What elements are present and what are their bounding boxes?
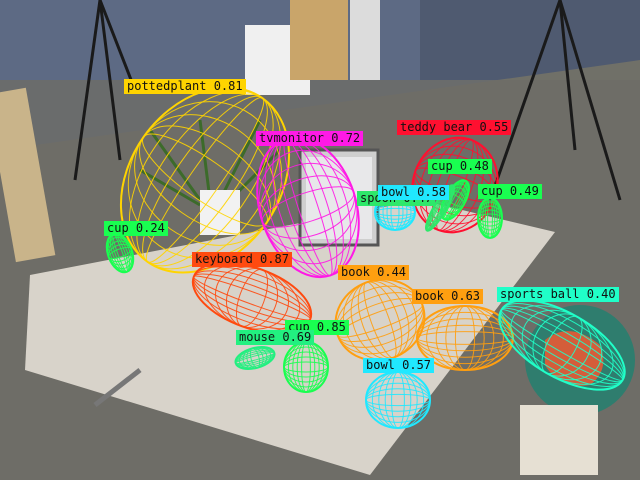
tripod-right (488, 0, 622, 201)
mouse-mesh-parallel (235, 348, 275, 368)
tvmonitor-label: tvmonitor 0.72 (256, 131, 364, 146)
sportsball-mesh-meridian (510, 305, 614, 385)
cup-024-mesh-parallel (106, 236, 134, 270)
sportsball-label: sports ball 0.40 (497, 287, 619, 302)
cup-024-label: cup 0.24 (104, 221, 168, 236)
table-leg (93, 368, 142, 407)
mouse-mesh-meridian (238, 346, 272, 370)
book-044-ellipse (334, 278, 426, 362)
tripod-left (73, 0, 137, 181)
cup-049-label: cup 0.49 (478, 184, 542, 199)
mouse-label: mouse 0.69 (236, 330, 315, 345)
bowl-057-label: bowl 0.57 (363, 358, 435, 373)
pottedplant-mesh-meridian (128, 90, 282, 270)
bowl-057-mesh-parallel (365, 377, 431, 423)
teddybear-label: teddy bear 0.55 (397, 120, 512, 135)
keyboard-ellipse (191, 261, 313, 335)
spoon-mesh-meridian (425, 184, 455, 232)
pottedplant-mesh-parallel (127, 101, 283, 259)
tvmonitor-mesh-parallel (258, 149, 358, 265)
pottedplant-ellipse (119, 86, 291, 274)
sportsball-mesh-parallel (499, 303, 625, 387)
door-frame (350, 0, 380, 80)
cup-085-mesh-parallel (283, 346, 329, 388)
bowl-hidden-label: bowl 0.58 (378, 185, 450, 200)
panel-left (0, 87, 56, 263)
globe-land (545, 331, 604, 386)
keyboard-label: keyboard 0.87 (192, 252, 292, 267)
door (290, 0, 348, 80)
detection-ellipses (105, 86, 626, 429)
cup-049-mesh-parallel (477, 201, 503, 235)
cup-048-label: cup 0.48 (428, 159, 492, 174)
pottedplant-label: pottedplant 0.81 (124, 79, 246, 94)
keyboard-mesh-parallel (192, 266, 312, 330)
book-063-label: book 0.63 (412, 289, 484, 304)
book-044-label: book 0.44 (338, 265, 410, 280)
book-063-mesh-meridian (426, 305, 504, 371)
box (520, 405, 598, 475)
spoon-ellipse (425, 184, 455, 232)
mouse-ellipse (234, 346, 276, 370)
book-044-mesh-parallel (335, 285, 425, 355)
sportsball-ellipse (498, 299, 626, 391)
keyboard-mesh-meridian (203, 264, 301, 332)
